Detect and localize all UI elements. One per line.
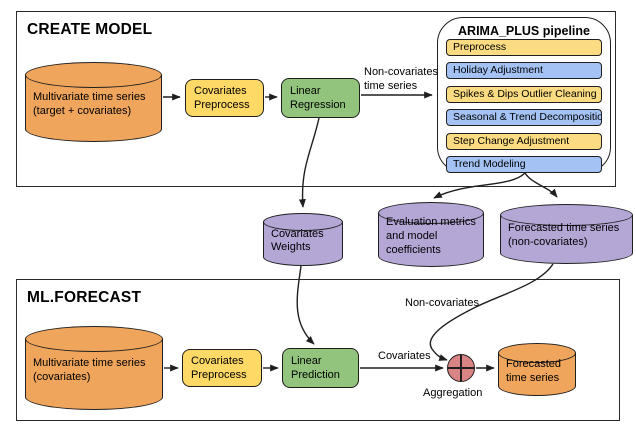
cylinder-top [25, 326, 163, 352]
store-label-line: Multivariate time series [33, 90, 146, 103]
pipeline-step-spikes-dips-outlier-cleaning: Spikes & Dips Outlier Cleaning [446, 85, 602, 103]
store-label: Multivariate time series (covariates) [33, 344, 161, 397]
linear-regression-box: Linear Regression [281, 78, 360, 118]
covariates-weights-store: Covariates Weights [263, 213, 343, 266]
cylinder-top [500, 204, 633, 226]
store-label: Forecasted time series [506, 357, 574, 386]
evaluation-metrics-store: Evaluation metrics and model coefficient… [378, 202, 484, 267]
arima-pipeline-title: ARIMA_PLUS pipeline [458, 24, 590, 38]
multivariate-covariates-store: Multivariate time series (covariates) [25, 326, 163, 410]
covariates-preprocess-box-top: Covariates Preprocess [185, 79, 264, 117]
ml-forecast-section [16, 279, 620, 421]
proc-label-line: Preprocess [194, 99, 250, 111]
noncovariates-time-series-label: Non-covariates time series [364, 66, 438, 94]
proc-label-line: Covariates [191, 354, 244, 367]
forecasted-time-series-store: Forecasted time series [498, 343, 576, 396]
pipeline-step-seasonal-trend-decomposition: Seasonal & Trend Decomposition [446, 109, 602, 127]
proc-label-line: Regression [290, 99, 346, 111]
store-label-line: Forecasted [506, 357, 562, 370]
edge-label-line: time series [364, 79, 418, 92]
store-label: Evaluation metrics and model coefficient… [386, 216, 482, 256]
covariates-label: Covariates [378, 350, 431, 362]
arima-pipeline-steps: Preprocess Holiday Adjustment Spikes & D… [446, 39, 602, 179]
proc-label-line: Prediction [291, 369, 340, 381]
pipeline-step-preprocess: Preprocess [446, 39, 602, 56]
proc-label-line: Preprocess [191, 369, 247, 381]
covariates-preprocess-box-bottom: Covariates Preprocess [182, 349, 262, 387]
cylinder-top [378, 202, 484, 224]
pipeline-step-trend-modeling: Trend Modeling [446, 155, 602, 173]
proc-label-line: Covariates [194, 84, 247, 97]
store-label-line: Weights [271, 241, 311, 254]
store-label-line: time series [506, 371, 560, 384]
store-label: Forecasted time series (non-covariates) [508, 219, 631, 253]
arima-plus-pipeline-container: ARIMA_PLUS pipeline Preprocess Holiday A… [437, 17, 611, 173]
store-label-line: coefficients [386, 243, 441, 256]
pipeline-step-step-change-adjustment: Step Change Adjustment [446, 132, 602, 150]
multivariate-target-covariates-store: Multivariate time series (target + covar… [25, 62, 162, 142]
store-label-line: (covariates) [33, 370, 91, 383]
cylinder-top [263, 213, 343, 231]
noncovariates-label: Non-covariates [405, 297, 479, 309]
linear-prediction-box: Linear Prediction [282, 348, 359, 388]
ml-forecast-title: ML.FORECAST [27, 289, 142, 306]
proc-label-line: Linear [291, 354, 322, 367]
store-label-line: Forecasted time series [508, 222, 620, 235]
edge-label-line: Non-covariates [364, 66, 438, 78]
store-label: Multivariate time series (target + covar… [33, 80, 160, 129]
aggregation-label: Aggregation [423, 387, 483, 399]
proc-label-line: Linear [290, 84, 321, 97]
forecasted-noncovariates-store: Forecasted time series (non-covariates) [500, 204, 633, 264]
store-label-line: (target + covariates) [33, 104, 132, 117]
store-label-line: and model [386, 229, 438, 242]
cylinder-top [25, 62, 162, 88]
store-label: Covariates Weights [271, 226, 341, 257]
store-label-line: Covariates [271, 227, 324, 240]
pipeline-step-holiday-adjustment: Holiday Adjustment [446, 62, 602, 80]
store-label-line: Multivariate time series [33, 356, 146, 369]
store-label-line: (non-covariates) [508, 236, 588, 249]
create-model-title: CREATE MODEL [27, 21, 153, 38]
aggregation-node-icon [447, 354, 475, 382]
store-label-line: Evaluation metrics [386, 216, 476, 229]
